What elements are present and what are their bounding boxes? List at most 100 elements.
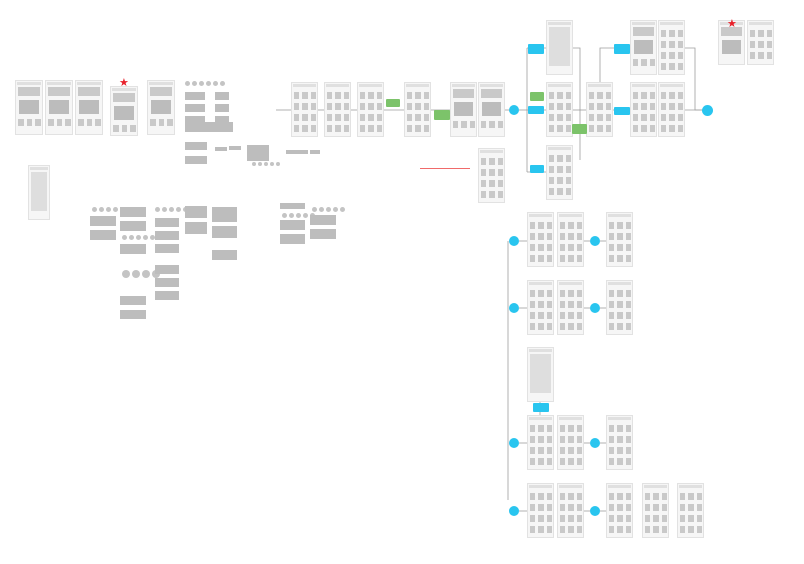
thumbnail-placeholder	[26, 119, 33, 126]
thumbnail-placeholder	[565, 92, 571, 99]
screen-wireframe[interactable]	[630, 82, 657, 137]
screen-wireframe[interactable]	[75, 80, 103, 135]
avatar-placeholder	[252, 162, 256, 166]
thumbnail-placeholder	[549, 114, 555, 121]
screen-wireframe[interactable]	[658, 82, 685, 137]
start-node[interactable]	[509, 236, 519, 246]
screen-wireframe[interactable]	[557, 212, 584, 267]
card-placeholder	[120, 244, 146, 254]
start-node[interactable]	[509, 105, 519, 115]
screen-wireframe[interactable]	[546, 145, 573, 200]
card-row-placeholder	[185, 122, 233, 132]
avatar-placeholder	[176, 207, 181, 212]
screen-wireframe[interactable]	[404, 82, 431, 137]
screen-wireframe[interactable]	[478, 148, 505, 203]
thumbnail-placeholder	[530, 323, 536, 330]
thumbnail-placeholder	[568, 323, 574, 330]
thumbnail-placeholder	[65, 119, 71, 126]
screen-wireframe[interactable]	[606, 212, 633, 267]
action-box[interactable]	[614, 107, 630, 115]
screen-wireframe[interactable]	[450, 82, 477, 137]
screen-wireframe[interactable]	[606, 483, 633, 538]
thumbnail-placeholder	[597, 103, 603, 110]
decision-box[interactable]	[530, 92, 544, 101]
thumbnail-placeholder	[538, 244, 544, 251]
screen-wireframe[interactable]	[15, 80, 43, 135]
thumbnail-placeholder	[546, 504, 552, 511]
thumbnail-placeholder	[560, 290, 566, 297]
screen-wireframe[interactable]	[527, 483, 554, 538]
screen-wireframe[interactable]	[718, 20, 745, 65]
card-placeholder	[155, 291, 179, 300]
screen-wireframe[interactable]	[557, 280, 584, 335]
card-placeholder	[90, 230, 116, 240]
thumbnail-placeholder	[546, 233, 552, 240]
screen-wireframe[interactable]	[291, 82, 318, 137]
screen-wireframe[interactable]	[642, 483, 669, 538]
screen-wireframe[interactable]	[478, 82, 505, 137]
screen-wireframe[interactable]	[324, 82, 351, 137]
screen-wireframe[interactable]	[606, 280, 633, 335]
thumbnail-placeholder	[560, 504, 566, 511]
screen-wireframe[interactable]	[658, 20, 685, 75]
screen-wireframe[interactable]	[586, 82, 613, 137]
screen-wireframe[interactable]	[527, 415, 554, 470]
thumbnail-placeholder	[538, 222, 544, 229]
screen-wireframe[interactable]	[45, 80, 73, 135]
thumbnail-placeholder	[617, 447, 623, 454]
screen-wireframe[interactable]	[147, 80, 175, 135]
end-node[interactable]	[590, 303, 600, 313]
screen-wireframe[interactable]	[747, 20, 774, 65]
thumbnail-placeholder	[549, 103, 555, 110]
end-node[interactable]	[590, 438, 600, 448]
thumbnail-placeholder	[669, 114, 675, 121]
thumbnail-placeholder	[546, 526, 552, 533]
card-placeholder	[185, 116, 205, 124]
start-node[interactable]	[509, 506, 519, 516]
screen-wireframe[interactable]	[557, 415, 584, 470]
thumbnail-placeholder	[576, 290, 582, 297]
thumbnail-placeholder	[669, 125, 675, 132]
action-box[interactable]	[530, 165, 544, 173]
start-node[interactable]	[509, 303, 519, 313]
screen-wireframe[interactable]	[28, 165, 50, 220]
screen-wireframe[interactable]	[557, 483, 584, 538]
thumbnail-placeholder	[376, 114, 382, 121]
screen-wireframe[interactable]	[527, 280, 554, 335]
thumbnail-placeholder	[680, 526, 686, 533]
end-node[interactable]	[590, 506, 600, 516]
screen-wireframe[interactable]	[606, 415, 633, 470]
screen-header	[47, 82, 71, 85]
decision-box[interactable]	[434, 110, 450, 120]
screen-wireframe[interactable]	[110, 86, 138, 136]
decision-box[interactable]	[572, 124, 587, 134]
avatar-placeholder	[282, 213, 287, 218]
thumbnail-placeholder	[589, 114, 595, 121]
thumbnail-placeholder	[617, 515, 623, 522]
thumbnail-placeholder	[538, 301, 544, 308]
screen-wireframe[interactable]	[677, 483, 704, 538]
screen-wireframe[interactable]	[546, 20, 573, 75]
end-node[interactable]	[590, 236, 600, 246]
action-box[interactable]	[528, 44, 544, 54]
thumbnail-placeholder	[423, 103, 429, 110]
thumbnail-placeholder	[568, 301, 574, 308]
action-box[interactable]	[528, 106, 544, 114]
end-node[interactable]	[702, 105, 713, 116]
screen-wireframe[interactable]	[527, 212, 554, 267]
action-box[interactable]	[614, 44, 630, 54]
screen-wireframe[interactable]	[357, 82, 384, 137]
content-area	[31, 172, 47, 211]
thumbnail-placeholder	[597, 114, 603, 121]
thumbnail-placeholder	[565, 155, 571, 162]
thumbnail-placeholder	[661, 41, 667, 48]
decision-box[interactable]	[386, 99, 400, 107]
screen-wireframe[interactable]	[630, 20, 657, 75]
start-node[interactable]	[509, 438, 519, 448]
screen-wireframe[interactable]	[546, 82, 573, 137]
thumbnail-placeholder	[360, 114, 366, 121]
action-box[interactable]	[533, 403, 549, 412]
thumbnail-placeholder	[546, 255, 552, 262]
screen-wireframe[interactable]	[527, 347, 554, 402]
